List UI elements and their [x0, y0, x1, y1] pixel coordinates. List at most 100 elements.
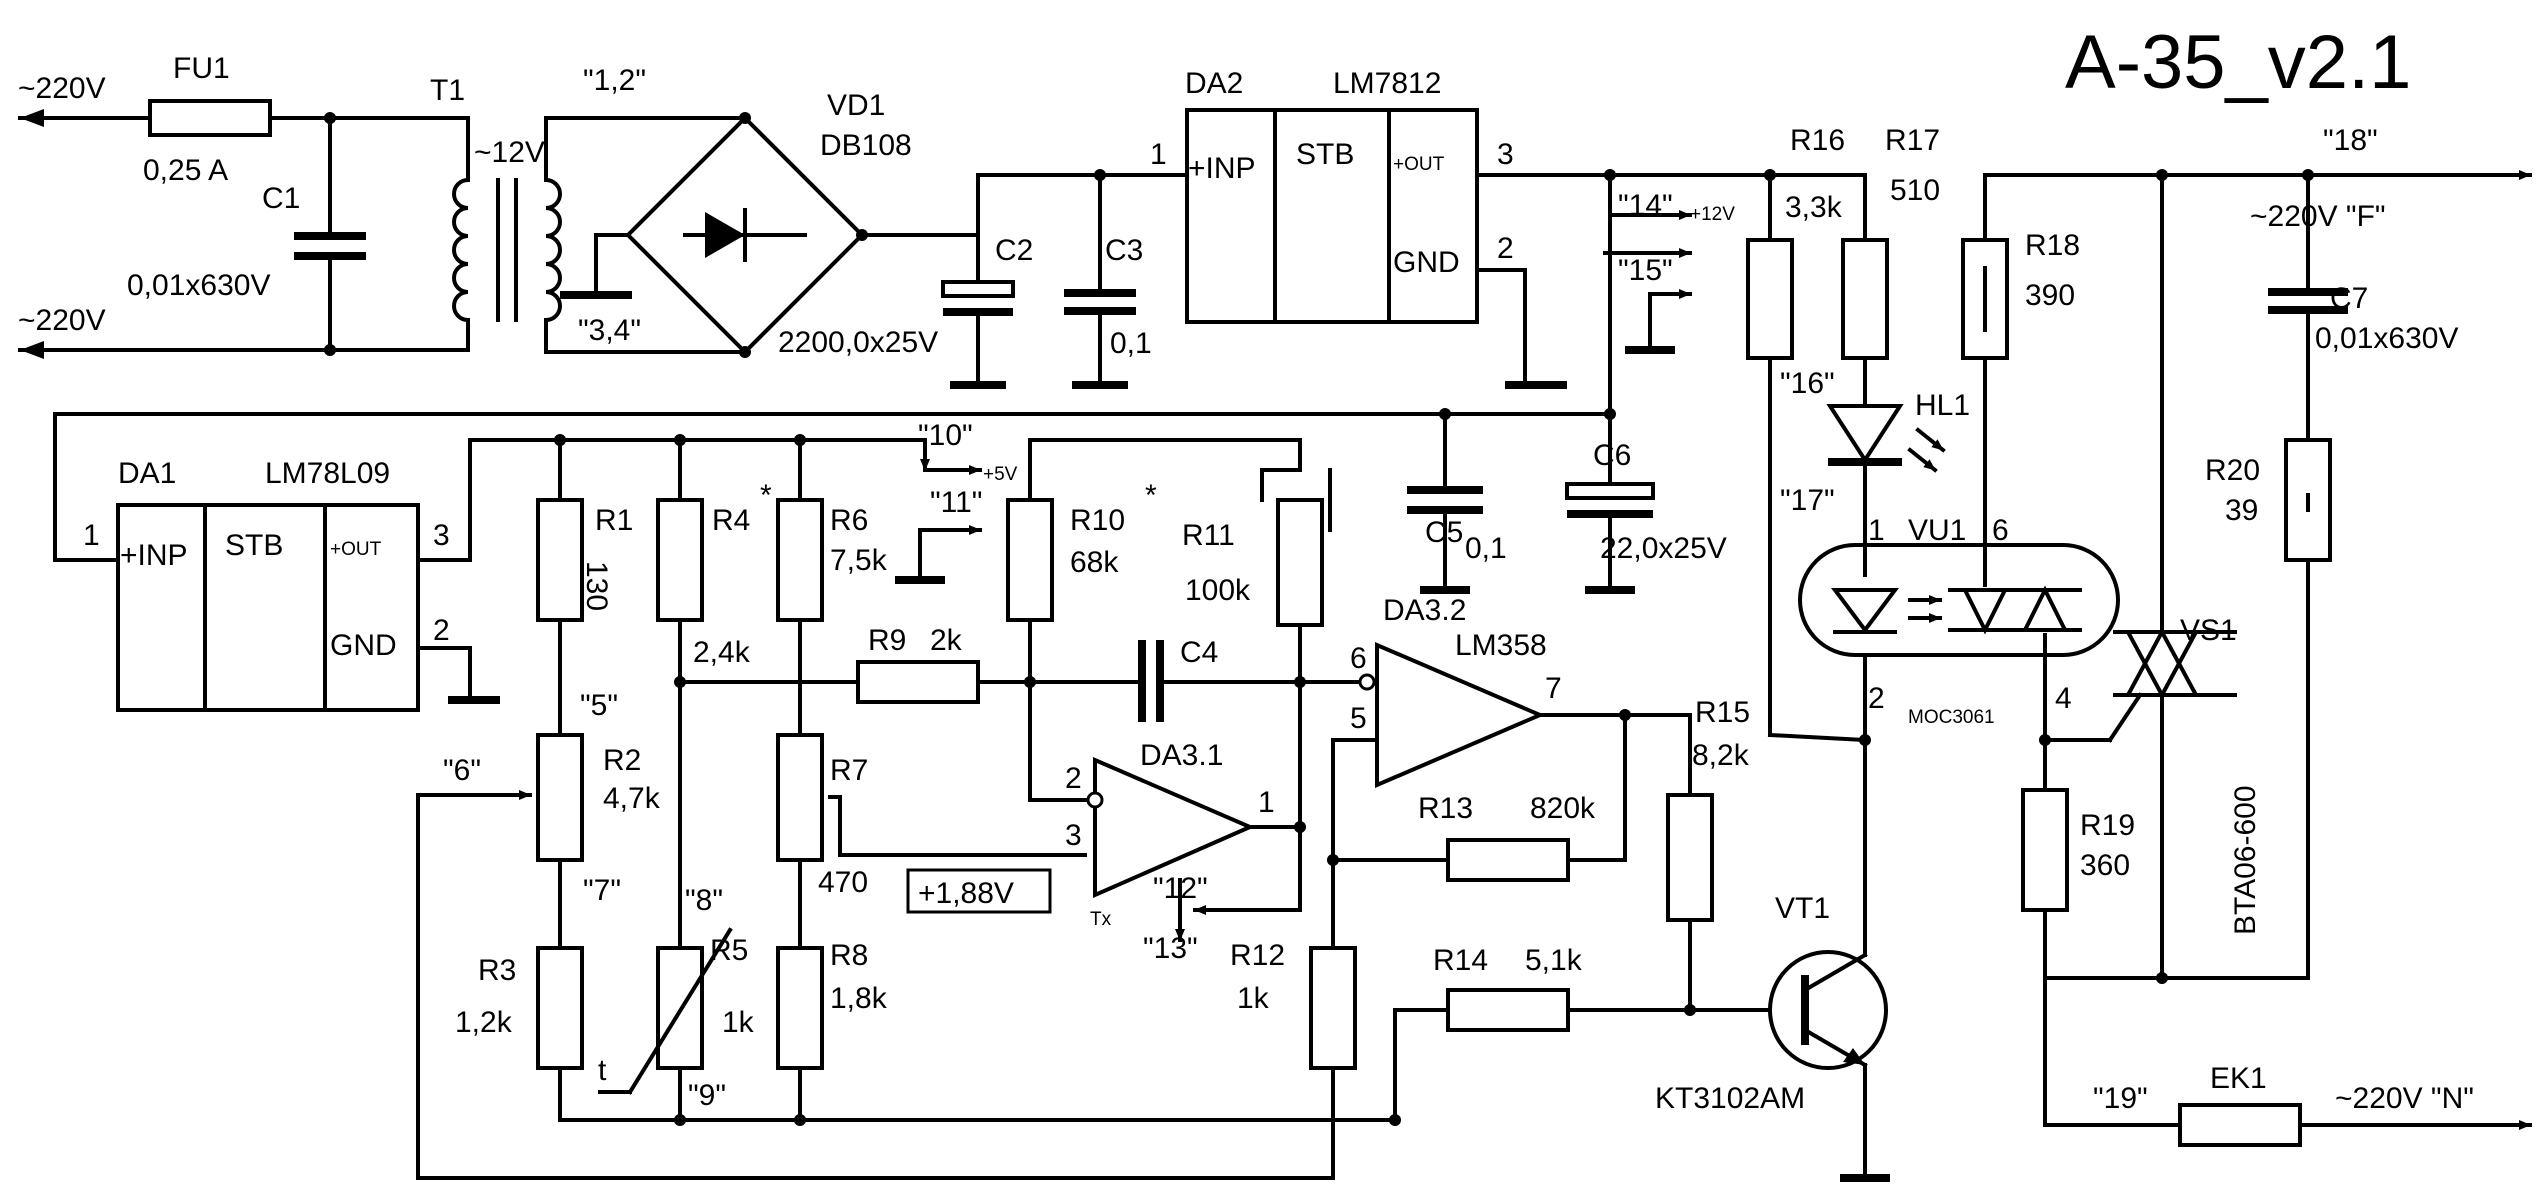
- mains-out-n: ~220V "N": [2335, 1082, 2474, 1115]
- da2-pin3: 3: [1497, 138, 1514, 171]
- da2-out: +OUT: [1393, 154, 1445, 175]
- tp-18: "18": [2323, 124, 2378, 157]
- led-icon: [1826, 404, 1904, 464]
- r1-ref: R1: [595, 504, 633, 537]
- da1-part: LM78L09: [265, 457, 390, 490]
- tp-16: "16": [1780, 367, 1835, 400]
- da2-ref: DA2: [1185, 67, 1243, 100]
- r7-value: 470: [818, 866, 868, 899]
- hl1-ref: HL1: [1915, 389, 1970, 422]
- tp-13: "13": [1143, 932, 1198, 965]
- fu1-value: 0,25 A: [143, 154, 228, 187]
- fu1-ref: FU1: [173, 52, 230, 85]
- bus-12v: [53, 169, 1867, 562]
- r2-ref: R2: [603, 744, 641, 777]
- v12-label: +12V: [1690, 204, 1735, 225]
- vu1-ref: VU1: [1908, 514, 1966, 547]
- da1-out: +OUT: [330, 539, 382, 560]
- r13-ref: R13: [1418, 792, 1473, 825]
- tp-11: "11": [930, 486, 982, 519]
- r8-value: 1,8k: [830, 982, 888, 1015]
- c3-ref: C3: [1105, 234, 1143, 267]
- divider-resistors: [416, 434, 1401, 1180]
- c4-ref: C4: [1180, 636, 1218, 669]
- r4-ref: R4: [712, 504, 750, 537]
- c5-ref: C5: [1425, 516, 1463, 549]
- tp-10: "10": [918, 419, 973, 452]
- vu1-p1: 1: [1868, 514, 1885, 547]
- da32-p6: 6: [1350, 642, 1367, 675]
- tp-19: "19": [2093, 1082, 2148, 1115]
- vd1-ref: VD1: [827, 89, 885, 122]
- r14-value: 5,1k: [1525, 944, 1583, 977]
- r4-star: *: [760, 479, 772, 512]
- tp-8: "8": [685, 884, 723, 917]
- tp-17: "17": [1780, 484, 1835, 517]
- r12-ref: R12: [1230, 939, 1285, 972]
- r8-ref: R8: [830, 939, 868, 972]
- r9-value: 2k: [930, 624, 963, 657]
- t1-value: ~12V: [474, 136, 545, 169]
- vt1-ref: VT1: [1775, 892, 1830, 925]
- da1-pin1: 1: [83, 519, 100, 552]
- da2-part: LM7812: [1333, 67, 1441, 100]
- vs1-ref: VS1: [2180, 614, 2237, 647]
- r3-value: 1,2k: [455, 1006, 513, 1039]
- c7-value: 0,01x630V: [2315, 322, 2458, 355]
- caps-c5-c6: [1407, 412, 1655, 594]
- r11-ref: R11: [1182, 519, 1235, 552]
- da2-pin2: 2: [1497, 232, 1514, 265]
- r10-value: 68k: [1070, 546, 1119, 579]
- power-output: [1961, 169, 2532, 1147]
- tp-3-4: "3,4": [578, 314, 641, 347]
- da2-inp: +INP: [1188, 152, 1256, 185]
- da2-gnd: GND: [1393, 246, 1460, 279]
- tp-5: "5": [580, 689, 618, 722]
- tp-1-2: "1,2": [583, 64, 646, 97]
- mains-in-bottom: ~220V: [18, 304, 106, 337]
- r17-ref: R17: [1885, 124, 1940, 157]
- r20-value: 39: [2225, 494, 2258, 527]
- regulator-da1: [116, 438, 927, 712]
- da1-pin2: 2: [433, 614, 450, 647]
- tp-14: "14": [1618, 189, 1673, 222]
- ek1-ref: EK1: [2210, 1062, 2267, 1095]
- mains-in-top: ~220V: [18, 72, 106, 105]
- da1-ref: DA1: [118, 457, 176, 490]
- r5-t: t: [598, 1054, 607, 1087]
- da32-part: LM358: [1455, 629, 1547, 662]
- c6-ref: C6: [1593, 439, 1631, 472]
- resistor-r12: [416, 858, 1357, 1180]
- da1-gnd: GND: [330, 629, 397, 662]
- vu1-p2: 2: [1868, 682, 1885, 715]
- r4-value: 2,4k: [693, 636, 751, 669]
- page-title: A-35_v2.1: [2065, 20, 2411, 105]
- da32-ref: DA3.2: [1383, 594, 1466, 627]
- vd1-value: DB108: [820, 129, 912, 162]
- heater-ek1: [2178, 1103, 2302, 1147]
- vs1-part: BTA06-600: [2229, 785, 2262, 935]
- da1-inp: +INP: [120, 539, 188, 572]
- da1-stb: STB: [225, 529, 283, 562]
- t1-ref: T1: [430, 74, 465, 107]
- r19-ref: R19: [2080, 809, 2135, 842]
- feedback-network: [678, 438, 1376, 915]
- vt1-part: KT3102AM: [1655, 1082, 1805, 1115]
- r6-ref: R6: [830, 504, 868, 537]
- r14-ref: R14: [1433, 944, 1488, 977]
- r19-value: 360: [2080, 849, 2130, 882]
- da2-pin1: 1: [1150, 138, 1167, 171]
- tp-9: "9": [688, 1079, 726, 1112]
- da31-p2: 2: [1065, 762, 1082, 795]
- indicator-optocoupler: [1746, 173, 2120, 746]
- vu1-p6: 6: [1992, 514, 2009, 547]
- r6-value: 7,5k: [830, 544, 888, 577]
- transformer-t1: [452, 116, 747, 354]
- r11-value: 100k: [1185, 574, 1251, 607]
- da31-p3: 3: [1065, 819, 1082, 852]
- tp-15: "15": [1618, 254, 1673, 287]
- r18-ref: R18: [2025, 229, 2080, 262]
- c1-value: 0,01x630V: [127, 269, 270, 302]
- r16-value: 3,3k: [1785, 191, 1843, 224]
